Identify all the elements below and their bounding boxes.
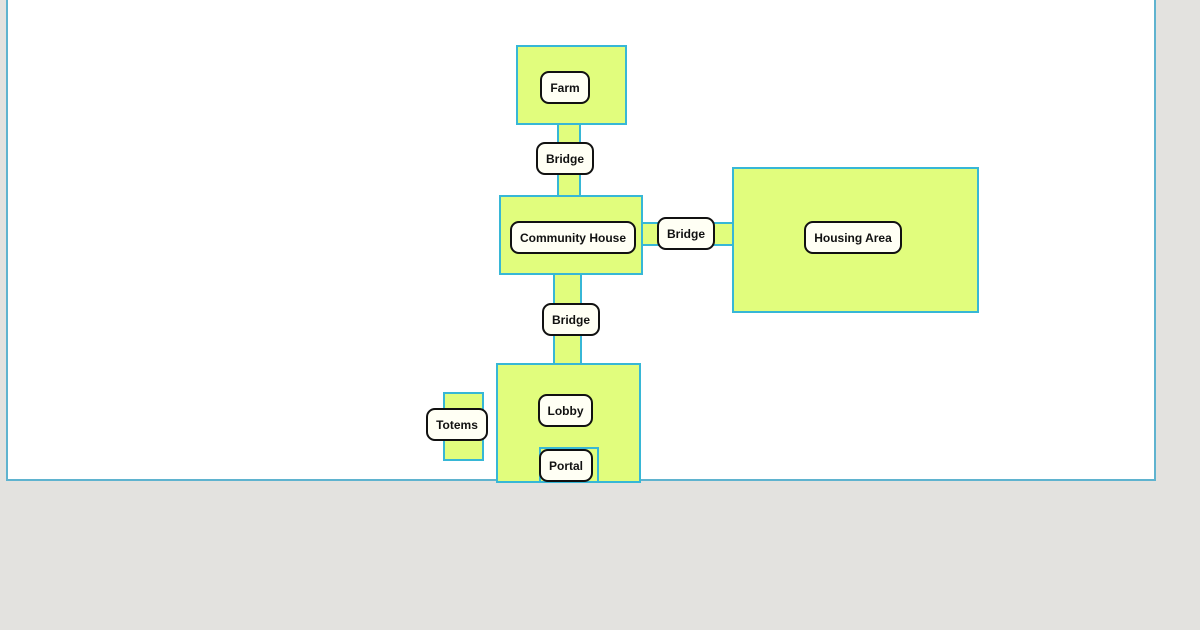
totems-label[interactable]: Totems — [426, 408, 488, 441]
bridge-farm-community-label[interactable]: Bridge — [536, 142, 594, 175]
portal-label[interactable]: Portal — [539, 449, 593, 482]
community-house-label[interactable]: Community House — [510, 221, 636, 254]
bridge-community-lobby-label[interactable]: Bridge — [542, 303, 600, 336]
farm-label[interactable]: Farm — [540, 71, 590, 104]
housing-area-label[interactable]: Housing Area — [804, 221, 902, 254]
lobby-label[interactable]: Lobby — [538, 394, 593, 427]
bridge-community-housing-label[interactable]: Bridge — [657, 217, 715, 250]
